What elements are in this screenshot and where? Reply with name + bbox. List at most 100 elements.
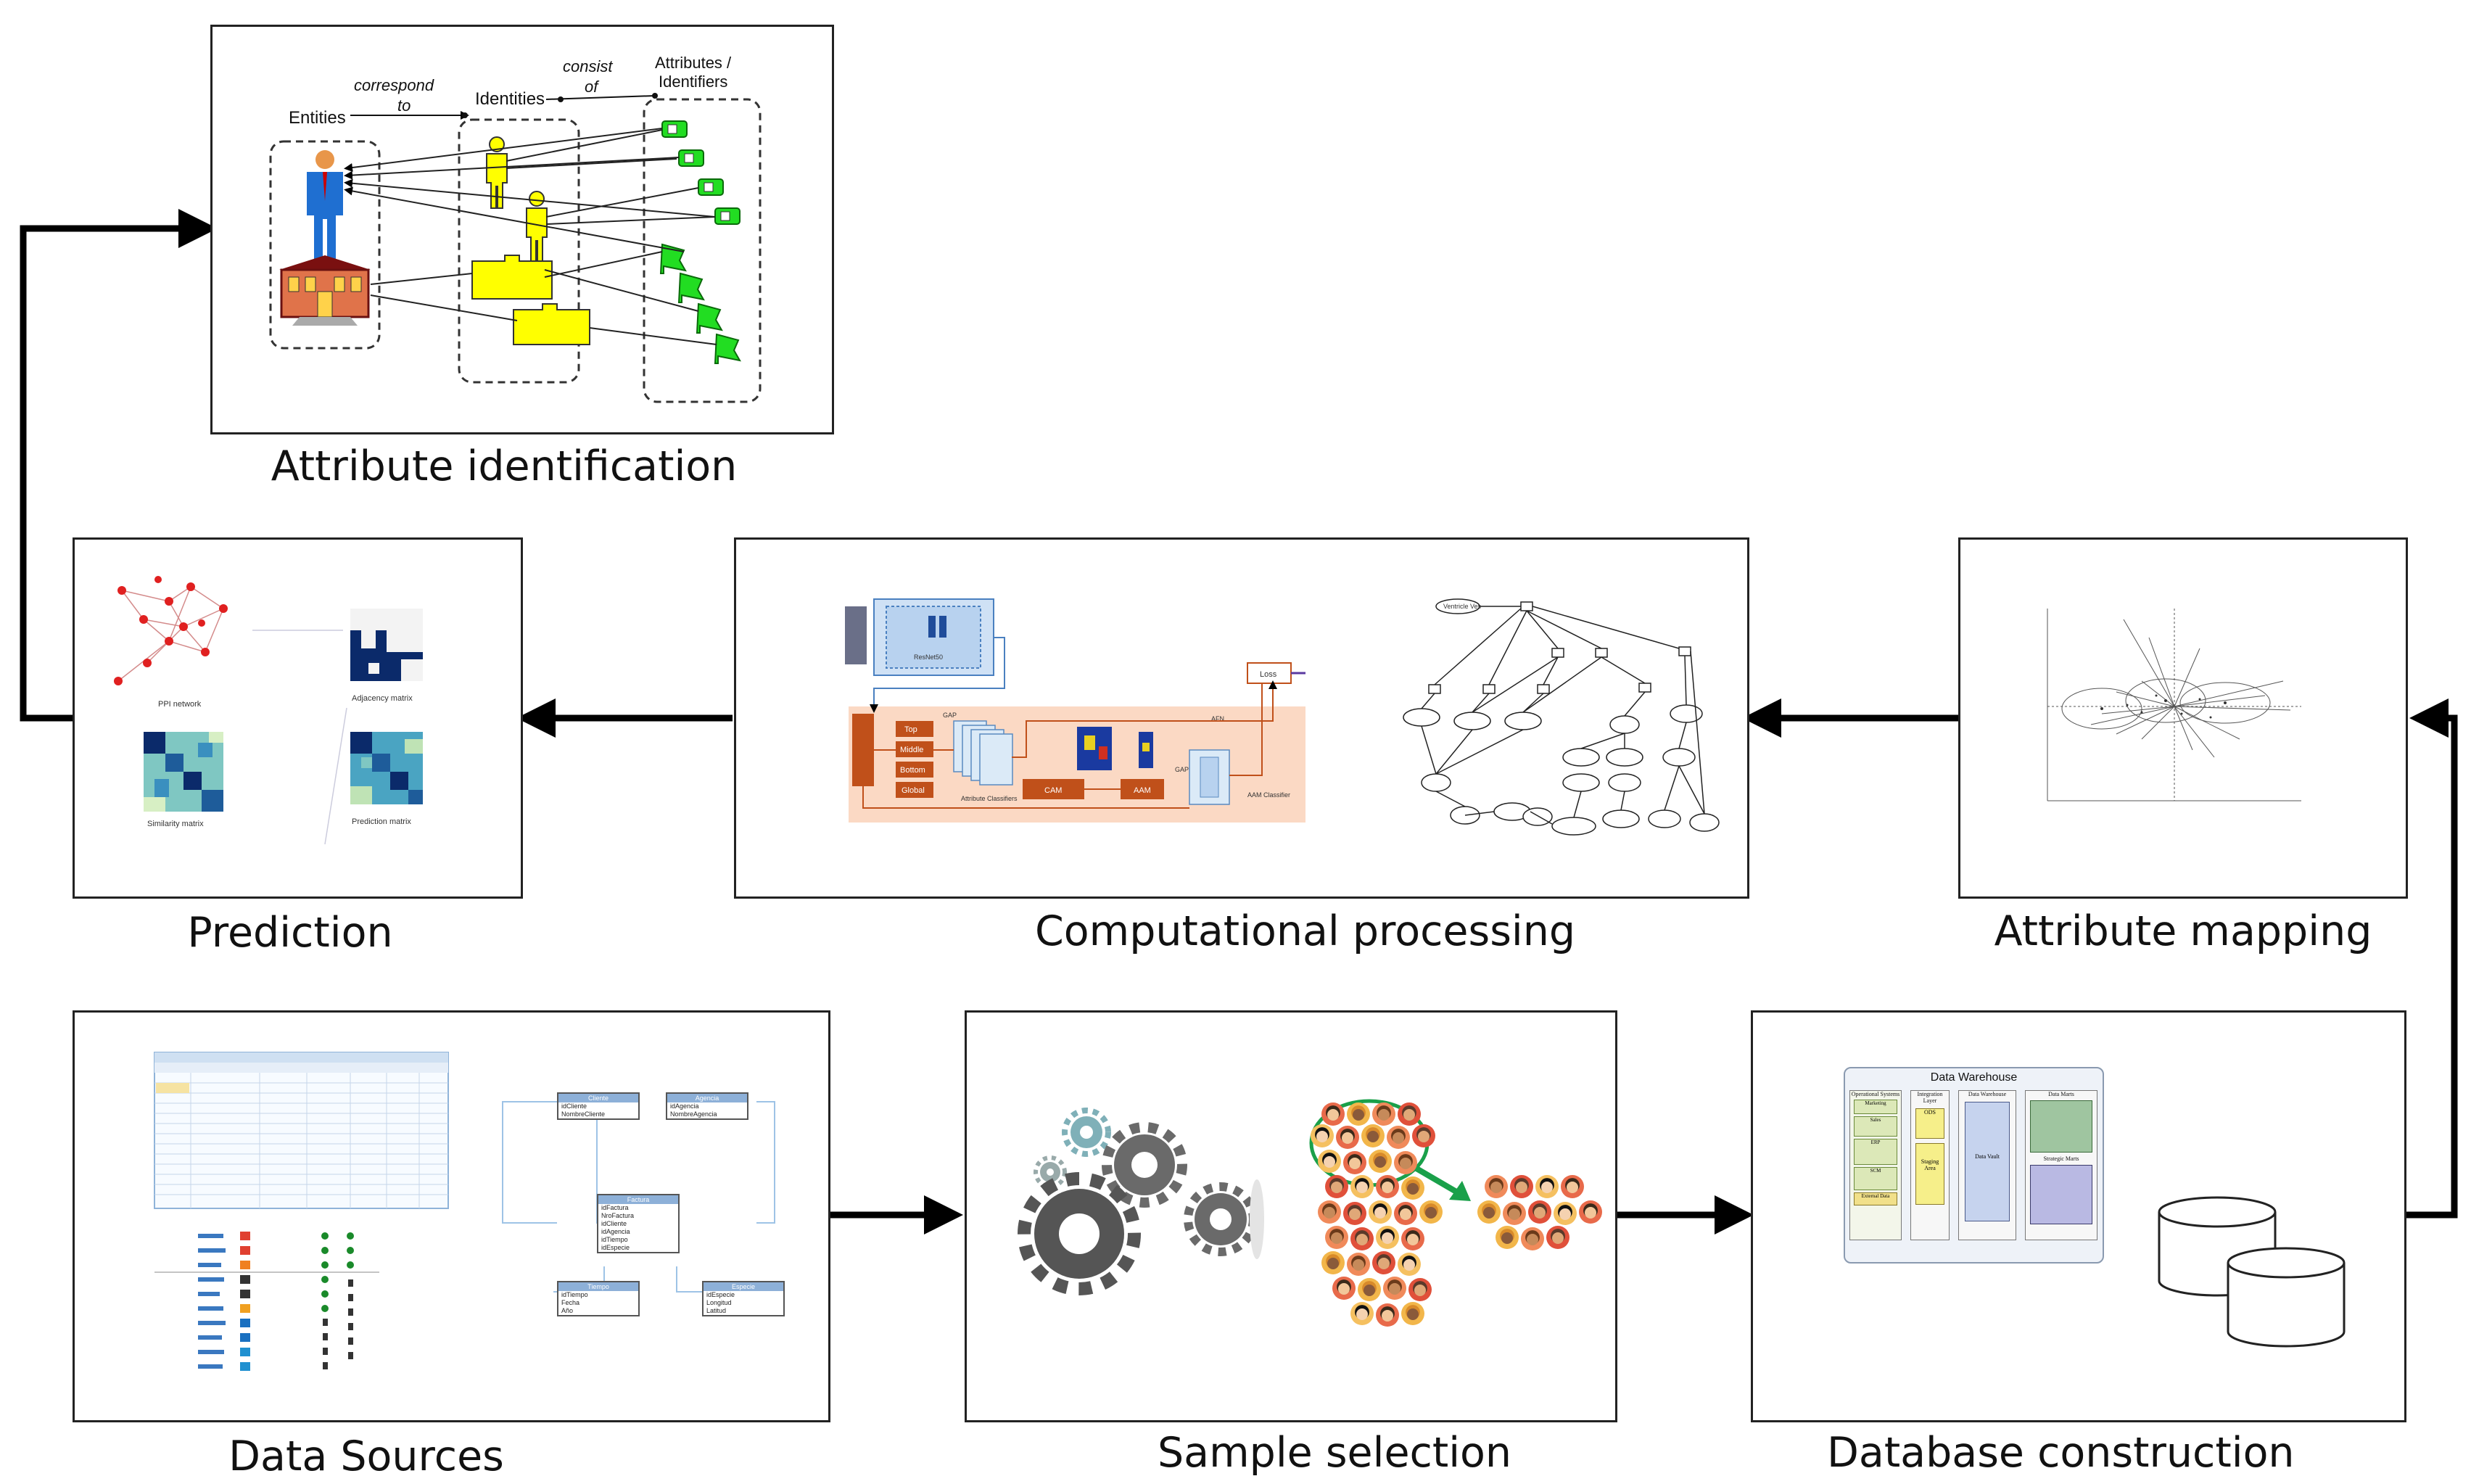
person-avatar-icon bbox=[1554, 1202, 1577, 1225]
person-avatar-icon bbox=[1376, 1226, 1399, 1249]
panel-attribute-mapping bbox=[1958, 537, 2408, 899]
person-avatar-icon bbox=[1343, 1202, 1366, 1225]
person-avatar-icon bbox=[1347, 1253, 1370, 1276]
panel-computational-processing: ResNet50 Top Middle Bottom Global GAP At… bbox=[734, 537, 1749, 899]
er-field: idAgencia bbox=[601, 1228, 630, 1235]
er-field: idTiempo bbox=[601, 1236, 628, 1243]
er-field: Fecha bbox=[561, 1299, 580, 1306]
building-entity-icon bbox=[279, 255, 371, 326]
person-avatar-icon bbox=[1477, 1200, 1501, 1224]
correspond-label: correspond bbox=[354, 76, 434, 94]
aam-label: AAM bbox=[1134, 786, 1151, 795]
person-avatar-icon bbox=[1318, 1150, 1341, 1173]
identity-box-icon-1 bbox=[471, 255, 553, 300]
caption-prediction: Prediction bbox=[187, 909, 393, 957]
person-avatar-icon bbox=[1394, 1151, 1417, 1174]
similarity-matrix bbox=[144, 732, 223, 812]
prediction-matrix-label: Prediction matrix bbox=[352, 817, 411, 826]
person-avatar-icon bbox=[1343, 1151, 1366, 1174]
causal-graph bbox=[1403, 598, 1720, 836]
er-table-title: Agencia bbox=[667, 1094, 747, 1102]
arrow-prediction-to-identification bbox=[20, 209, 218, 722]
person-avatar-icon bbox=[1579, 1200, 1602, 1224]
er-field: idEspecie bbox=[706, 1291, 735, 1298]
person-avatar-icon bbox=[1350, 1175, 1374, 1198]
identifiers-label: Identifiers bbox=[659, 73, 727, 91]
identity-box-icon-2 bbox=[513, 303, 590, 345]
dw-layer-label: Data Warehouse bbox=[1968, 1091, 2007, 1097]
person-avatar-icon bbox=[1350, 1227, 1374, 1250]
staging-box: Staging Area bbox=[1915, 1143, 1944, 1205]
gears-icon bbox=[1018, 1108, 1264, 1295]
panel-database-construction: Data Warehouse Operational Systems Marke… bbox=[1751, 1010, 2406, 1422]
entities-group bbox=[269, 140, 381, 350]
afn-label: AFN bbox=[1211, 715, 1224, 722]
similarity-label: Similarity matrix bbox=[147, 820, 204, 828]
ods-box: ODS bbox=[1915, 1108, 1944, 1139]
person-avatar-icon bbox=[1521, 1227, 1544, 1250]
data-warehouse-diagram: Data Warehouse Operational Systems Marke… bbox=[1844, 1067, 2104, 1264]
person-avatar-icon bbox=[1332, 1277, 1356, 1300]
entities-label: Entities bbox=[289, 108, 346, 128]
scm-box: SCM bbox=[1854, 1167, 1897, 1190]
icon-list-image bbox=[154, 1232, 379, 1371]
consist-label: consist bbox=[563, 57, 613, 75]
er-field: idTiempo bbox=[561, 1291, 588, 1298]
person-avatar-icon bbox=[1350, 1302, 1374, 1325]
bottom-label: Bottom bbox=[900, 766, 925, 775]
to-label: to bbox=[397, 96, 411, 115]
er-table-title: Tiempo bbox=[558, 1282, 638, 1291]
person-avatar-icon bbox=[1528, 1200, 1551, 1224]
attribute-card-icons bbox=[661, 120, 741, 225]
er-field: Longitud bbox=[706, 1299, 732, 1306]
identities-label: Identities bbox=[475, 89, 545, 109]
prediction-matrix bbox=[350, 732, 423, 804]
panel-prediction: PPI network Adjacency matrix Similarity … bbox=[73, 537, 523, 899]
arrow-database-to-mapping bbox=[2405, 698, 2458, 1219]
person-avatar-icon bbox=[1510, 1175, 1533, 1198]
erp-box: ERP bbox=[1854, 1139, 1897, 1165]
adjacency-label: Adjacency matrix bbox=[352, 694, 413, 703]
data-marts-label: Data Marts bbox=[2048, 1091, 2074, 1097]
person-avatar-icon bbox=[1496, 1226, 1519, 1249]
ppi-label: PPI network bbox=[158, 700, 202, 709]
attribute-flag-icons bbox=[659, 243, 741, 364]
person-avatar-icon bbox=[1369, 1150, 1392, 1173]
er-table-title: Especie bbox=[704, 1282, 783, 1291]
panel-attribute-identification: Entities Identities Attributes / Identif… bbox=[210, 25, 834, 434]
er-field: idAgencia bbox=[670, 1102, 699, 1110]
er-field: idCliente bbox=[601, 1220, 627, 1227]
adjacency-matrix bbox=[350, 609, 423, 681]
selection-arrow bbox=[1414, 1166, 1462, 1197]
er-field: NombreAgencia bbox=[670, 1110, 717, 1118]
person-avatar-icon bbox=[1387, 1126, 1410, 1149]
caption-sample-selection: Sample selection bbox=[1158, 1429, 1512, 1477]
caption-data-sources: Data Sources bbox=[228, 1433, 504, 1480]
global-label: Global bbox=[902, 786, 925, 795]
external-box: External Data bbox=[1854, 1192, 1897, 1205]
spreadsheet-image bbox=[154, 1052, 449, 1209]
person-avatar-icon bbox=[1394, 1202, 1417, 1225]
heatmap-images bbox=[1077, 727, 1153, 770]
person-avatar-icon bbox=[1408, 1278, 1432, 1301]
person-avatar-icon bbox=[1372, 1251, 1395, 1274]
er-table-title: Cliente bbox=[558, 1094, 638, 1102]
person-avatar-icon bbox=[1321, 1102, 1345, 1126]
attributes-label: Attributes / bbox=[655, 54, 732, 72]
attributes-group bbox=[643, 98, 762, 403]
concat-block bbox=[852, 714, 874, 786]
er-field: idFactura bbox=[601, 1204, 629, 1211]
person-avatar-icon bbox=[1503, 1202, 1526, 1225]
person-avatar-icon bbox=[1376, 1303, 1399, 1327]
caption-attribute-mapping: Attribute mapping bbox=[1994, 907, 2372, 955]
person-avatar-icon bbox=[1336, 1126, 1359, 1149]
graph-root-label: Ventricle Ves bbox=[1443, 603, 1482, 610]
er-table-title: Factura bbox=[598, 1195, 678, 1204]
caption-computational-processing: Computational processing bbox=[1035, 907, 1576, 955]
aam-classifier-label: AAM Classifier bbox=[1247, 791, 1290, 799]
